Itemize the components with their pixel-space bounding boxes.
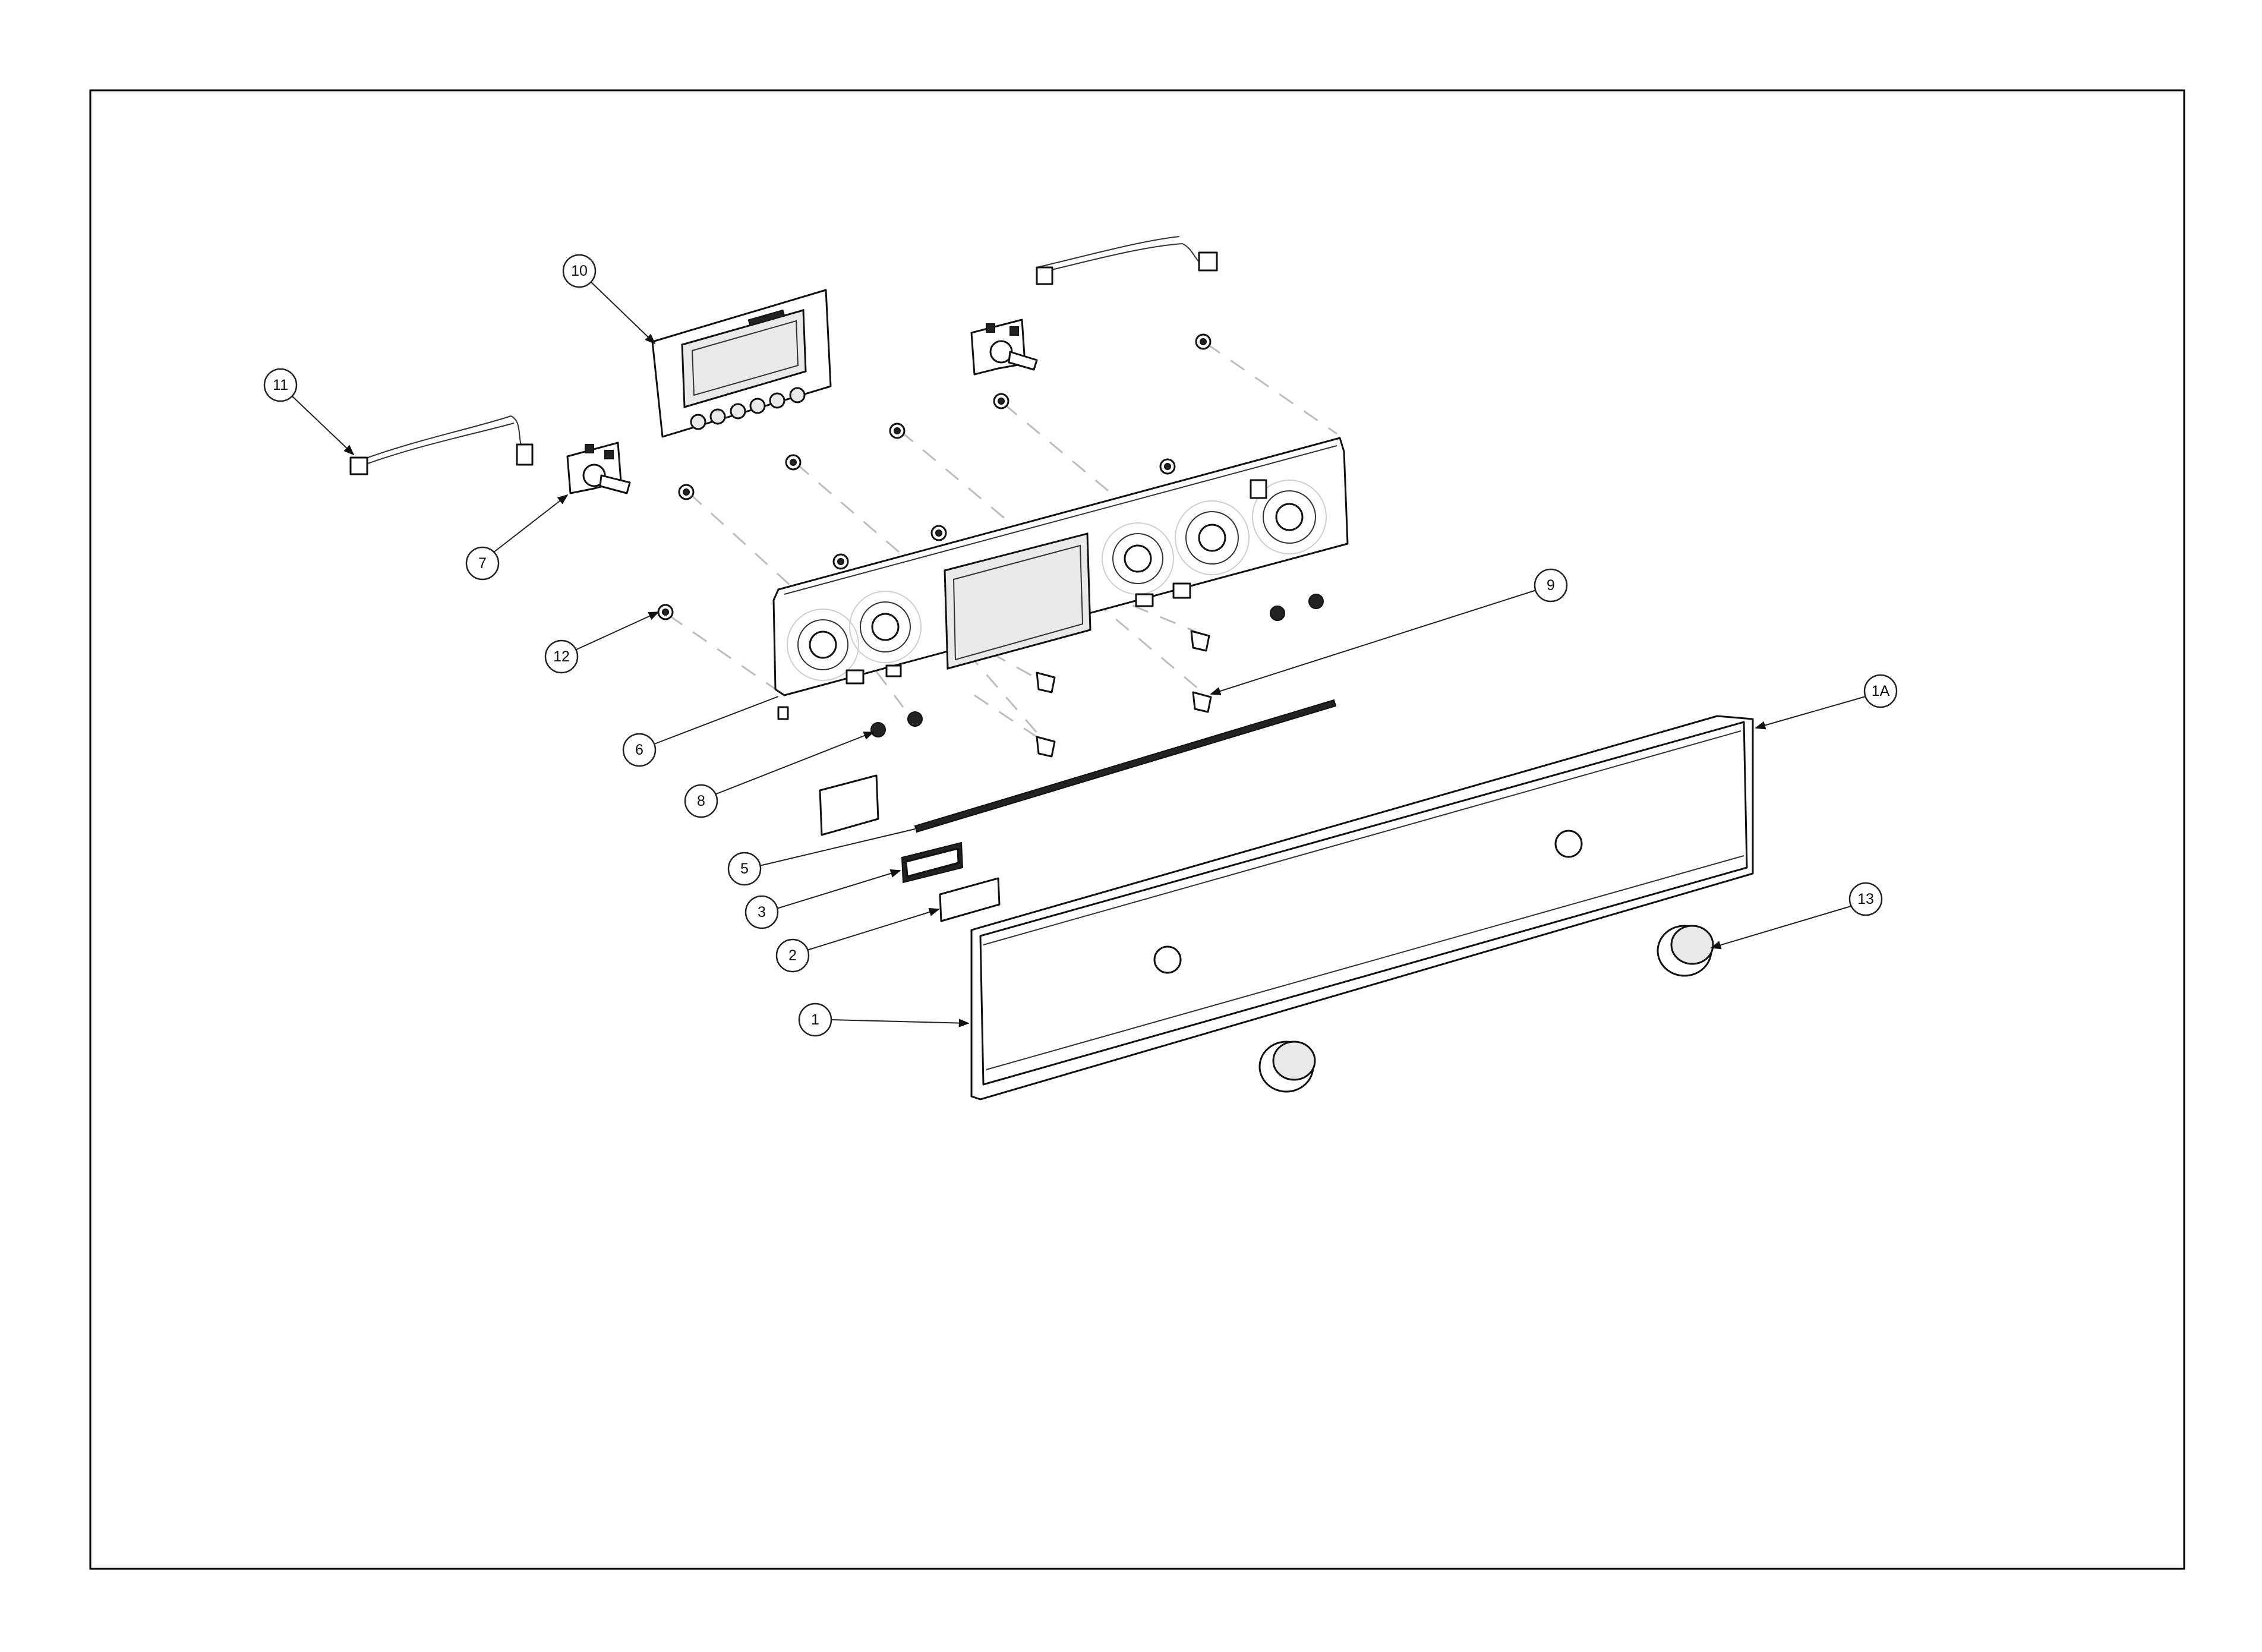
callout-3: 3: [744, 895, 779, 929]
svg-text:5: 5: [740, 860, 749, 877]
part-2-plate: [939, 877, 1001, 922]
front-control-panel: [970, 715, 1754, 1101]
svg-text:7: 7: [478, 555, 487, 572]
panel-hole-right: [1554, 830, 1583, 858]
svg-text:8: 8: [697, 793, 705, 809]
svg-text:2: 2: [788, 947, 797, 964]
knob-opening-right-2: [1175, 500, 1250, 575]
callout-6: 6: [622, 733, 657, 767]
leader-lines: [292, 280, 1866, 1027]
callout-1: 1: [798, 1002, 832, 1037]
screws-9: [1036, 630, 1212, 758]
knob-opening-right-3: [1252, 480, 1327, 554]
selector-switch-right: [970, 319, 1038, 376]
screws-top: [678, 333, 1212, 570]
callout-1a: 1A: [1863, 674, 1898, 708]
svg-text:6: 6: [635, 742, 643, 758]
knob-opening-left-1: [787, 609, 859, 681]
mounting-bracket-panel: [772, 437, 1349, 720]
screws-8: [870, 594, 1324, 737]
part-3-plate: [901, 841, 964, 884]
screw-12: [657, 604, 674, 620]
wire-harness-right: [1036, 236, 1218, 285]
knob-opening-left-2: [849, 591, 922, 663]
drawing-frame: [89, 89, 2185, 1570]
callout-8: 8: [684, 784, 718, 818]
selector-switch-left: [566, 442, 631, 494]
svg-text:1A: 1A: [1872, 683, 1890, 699]
label-sticker: [819, 774, 879, 836]
svg-text:13: 13: [1857, 891, 1874, 907]
svg-text:9: 9: [1547, 577, 1555, 594]
svg-text:12: 12: [553, 648, 570, 665]
assembly-guide-lines: [668, 342, 1337, 744]
callout-2: 2: [775, 938, 810, 973]
knob-opening-right-1: [1102, 522, 1174, 595]
knob-right: [1657, 925, 1714, 977]
callout-7: 7: [465, 546, 500, 581]
panel-hole-left: [1153, 945, 1182, 974]
callout-5: 5: [727, 852, 762, 886]
callout-11: 11: [263, 368, 298, 402]
svg-text:1: 1: [811, 1011, 819, 1028]
callout-13: 13: [1848, 882, 1883, 916]
control-board: [651, 289, 832, 438]
callout-12: 12: [544, 639, 579, 674]
knob-left: [1258, 1041, 1316, 1093]
svg-text:3: 3: [758, 904, 766, 920]
wire-harness-left: [349, 415, 534, 475]
callout-10: 10: [562, 254, 597, 288]
svg-text:11: 11: [273, 377, 288, 393]
display-window: [944, 532, 1091, 670]
callout-9: 9: [1534, 568, 1568, 603]
control-board-buttons: [690, 387, 806, 430]
svg-text:10: 10: [571, 263, 588, 279]
light-strip-rod: [914, 699, 1337, 833]
